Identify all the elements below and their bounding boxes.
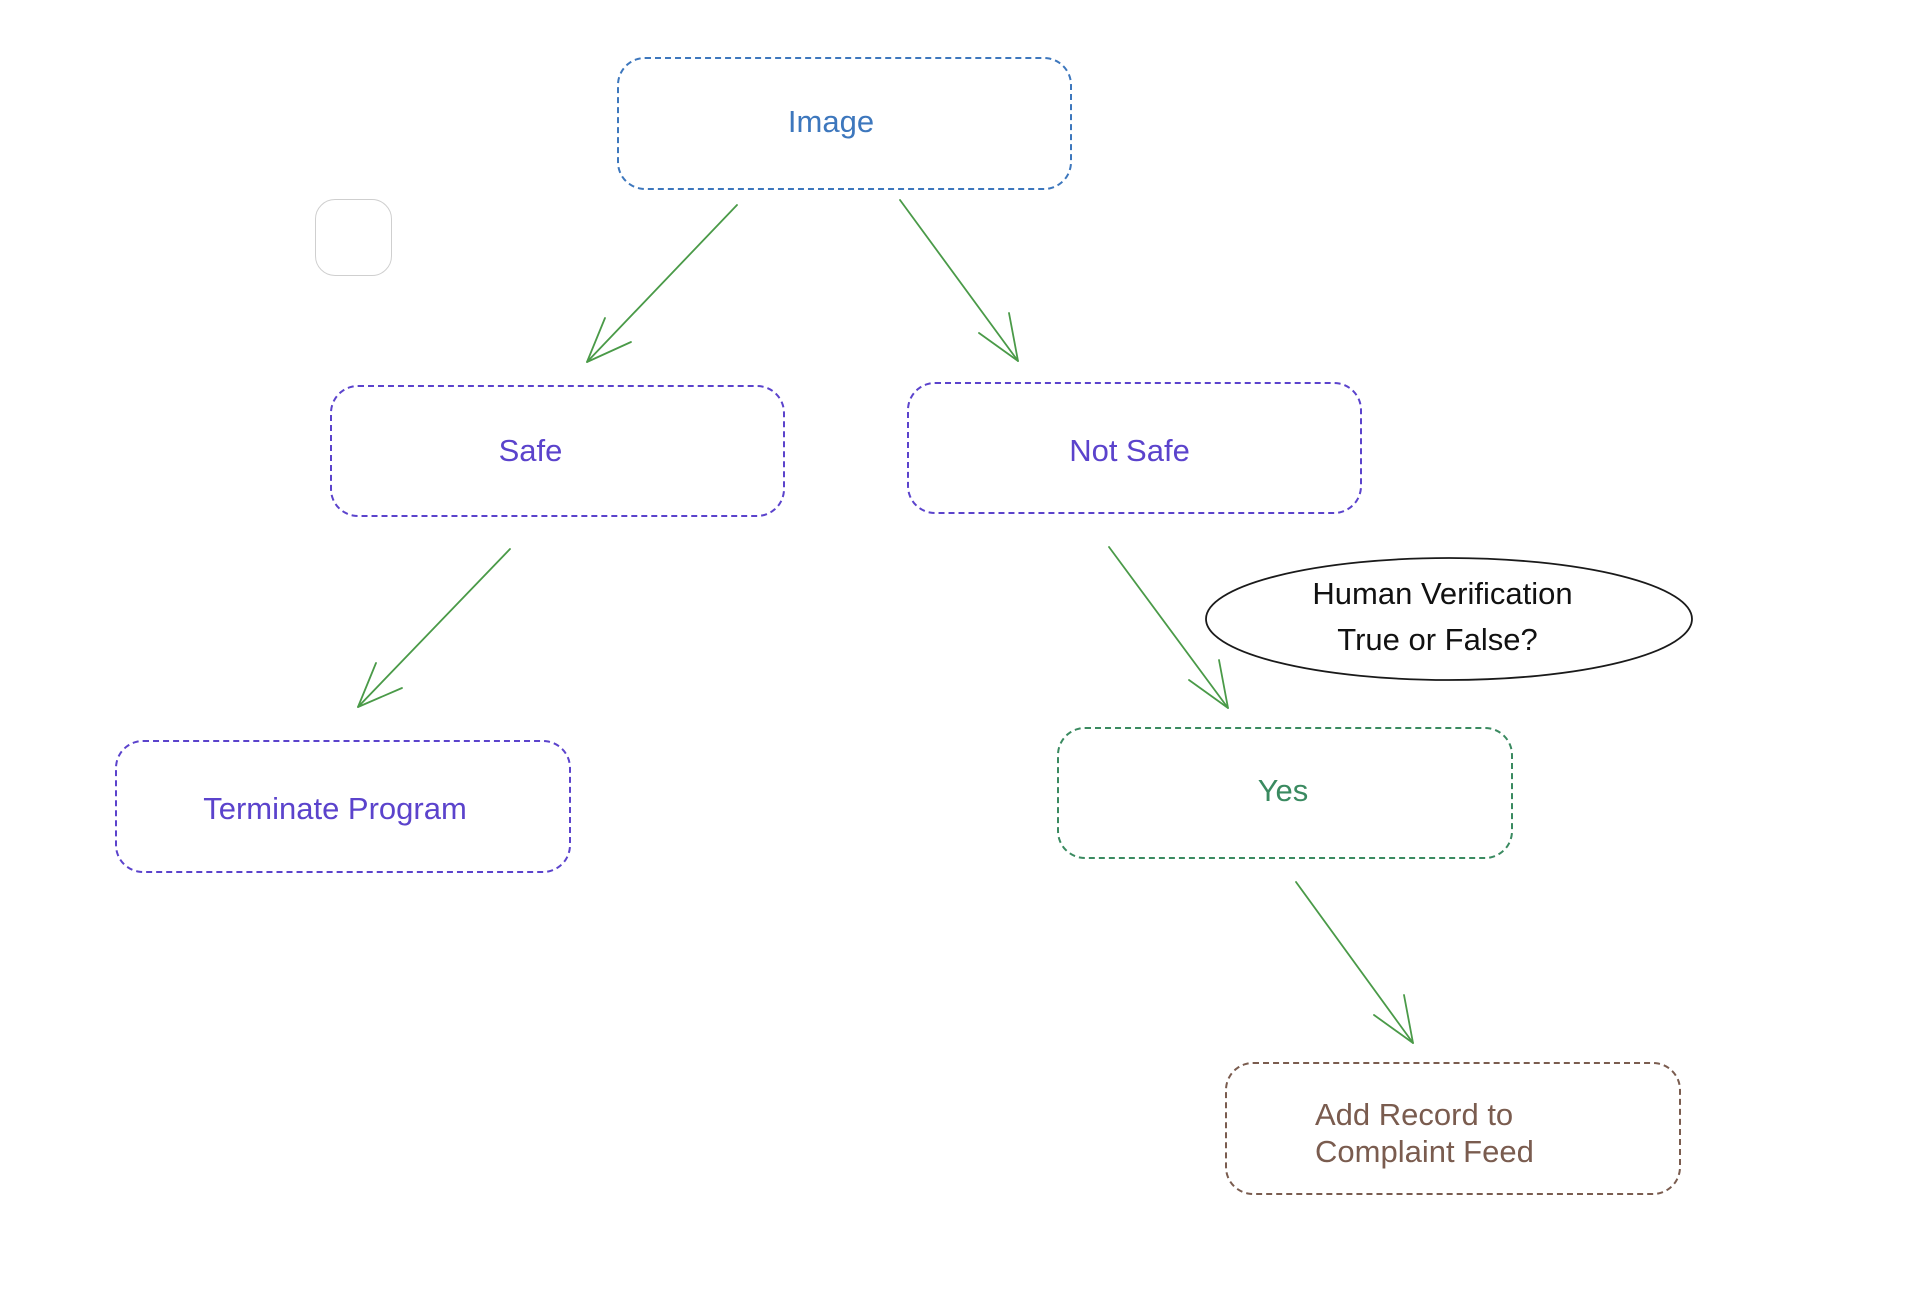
node-not-safe[interactable]: Not Safe xyxy=(907,382,1362,514)
node-image-label: Image xyxy=(787,104,875,139)
edge-not-safe-to-yes xyxy=(1108,546,1229,709)
edge-yes-to-add-record xyxy=(1295,881,1414,1044)
decision-text-line-1: Human Verification xyxy=(1312,576,1573,611)
node-yes[interactable]: Yes xyxy=(1057,727,1513,859)
node-terminate-program[interactable]: Terminate Program xyxy=(115,740,571,873)
edge-safe-to-terminate xyxy=(357,548,511,708)
decision-ellipse xyxy=(1205,557,1693,681)
node-add-record-line-2: Complaint Feed xyxy=(1315,1133,1534,1169)
edge-image-to-not-safe xyxy=(899,199,1019,362)
node-add-record-label: Add Record to Complaint Feed xyxy=(1315,1096,1534,1170)
node-not-safe-label: Not Safe xyxy=(1069,432,1190,468)
node-safe[interactable]: Safe xyxy=(330,385,785,517)
node-add-record-line-1: Add Record to xyxy=(1315,1096,1514,1132)
edge-image-to-safe xyxy=(586,204,738,363)
decision-text: Human Verification True or False? xyxy=(1204,558,1691,680)
node-yes-label: Yes xyxy=(1257,772,1309,808)
node-safe-label: Safe xyxy=(498,432,563,468)
node-image[interactable]: Image xyxy=(617,57,1072,190)
node-terminate-program-label: Terminate Program xyxy=(203,790,467,826)
decision-text-line-2: True or False? xyxy=(1337,622,1538,657)
node-add-record[interactable]: Add Record to Complaint Feed xyxy=(1225,1062,1681,1195)
empty-rounded-square xyxy=(315,199,392,276)
